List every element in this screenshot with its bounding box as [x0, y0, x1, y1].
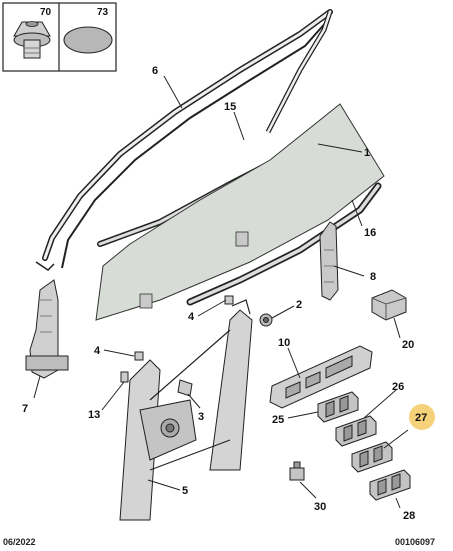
callout-10: 10: [278, 337, 290, 349]
clip-70-icon: [13, 21, 51, 59]
switch-25-part: [317, 391, 359, 423]
callout-labels: 6 15 1 16 8 2 4 4 20 10 26 3 13 7 27 25 …: [22, 65, 427, 522]
callout-4a: 4: [188, 311, 195, 323]
callout-5: 5: [182, 485, 188, 497]
switch-27-part: [351, 441, 393, 473]
outer-seal-part: [35, 9, 333, 271]
guide-rail-part: [259, 313, 273, 327]
callout-7: 7: [22, 403, 28, 415]
callout-8: 8: [370, 271, 376, 283]
callout-25: 25: [272, 414, 284, 426]
callout-2: 2: [296, 299, 302, 311]
window-regulator-part: [119, 299, 253, 521]
highlight-badge-27: [409, 404, 435, 430]
switch-26-part: [335, 415, 377, 447]
callout-13: 13: [88, 409, 100, 421]
inset-box: 70 73: [2, 2, 117, 72]
callout-4b: 4: [94, 345, 101, 357]
pad-73-icon: [63, 26, 113, 54]
callout-16: 16: [364, 227, 376, 239]
callout-28: 28: [403, 510, 415, 522]
grommet-30-part: [289, 461, 305, 481]
window-glass-part: [95, 103, 385, 321]
motor-module-part: [371, 289, 407, 321]
footer-reference: 00106097: [395, 537, 435, 547]
inset-label-70: 70: [40, 7, 52, 18]
inset-label-73: 73: [97, 7, 109, 18]
callout-6: 6: [152, 65, 158, 77]
lower-channel-part: [25, 279, 69, 379]
switch-28-part: [369, 469, 411, 501]
lower-strip-part: [186, 182, 382, 306]
callout-20: 20: [402, 339, 414, 351]
leader-lines: [33, 75, 409, 509]
small-fittings: [120, 295, 234, 397]
callout-3: 3: [198, 411, 204, 423]
callout-26: 26: [392, 381, 404, 393]
footer-date: 06/2022: [3, 537, 36, 547]
callout-1: 1: [364, 147, 370, 159]
callout-30: 30: [314, 501, 326, 513]
callout-27: 27: [415, 412, 427, 424]
bracket-8-part: [319, 221, 339, 301]
switch-panel-part: [269, 345, 373, 409]
callout-15: 15: [224, 101, 236, 113]
